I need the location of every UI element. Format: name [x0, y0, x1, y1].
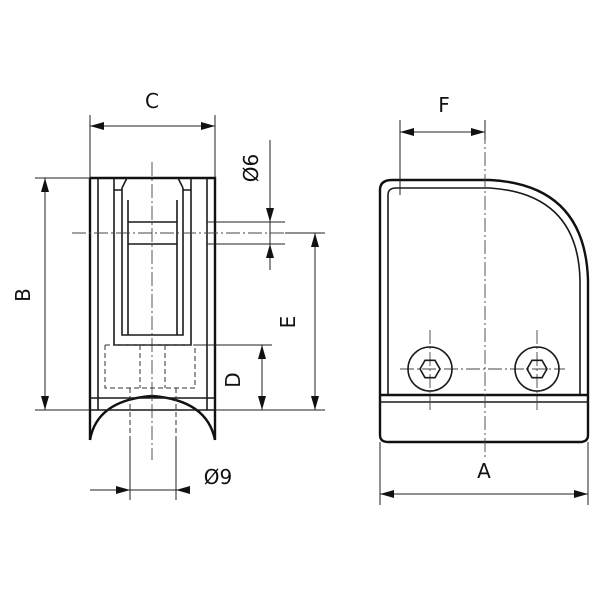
dimension-dia9: Ø9 [90, 440, 232, 500]
hex-bolt-right [514, 346, 560, 392]
hex-bolt-left [407, 346, 453, 392]
thread-sides [127, 200, 178, 335]
dimension-f-label: F [438, 93, 450, 117]
slot-outline [113, 178, 192, 346]
dimension-c: C [89, 89, 216, 178]
dimension-e-label: E [276, 316, 300, 329]
dimension-c-label: C [145, 89, 159, 113]
dimension-a: A [379, 442, 589, 505]
thread-band [128, 221, 177, 245]
front-view-outline [378, 178, 590, 444]
dimension-b: B [11, 177, 90, 411]
side-view-saddle [88, 394, 217, 441]
dimension-dia6: Ø6 [207, 140, 285, 270]
side-view-inner-walls [97, 178, 208, 410]
front-view-inner-edge [387, 187, 581, 395]
dimension-b-label: B [11, 288, 35, 302]
hidden-pin [104, 344, 196, 389]
hidden-bore-upper [139, 345, 166, 388]
slot-taper [121, 177, 184, 189]
side-view-outline [88, 176, 217, 440]
dimension-dia9-label: Ø9 [204, 465, 232, 489]
dimension-f: F [399, 93, 486, 195]
dimension-e: E [215, 232, 325, 411]
side-view [72, 162, 285, 460]
slot-inner [121, 188, 184, 336]
front-view [378, 130, 590, 460]
hidden-bore [129, 388, 177, 440]
dimension-d: D [195, 344, 272, 410]
dimension-d-label: D [221, 372, 245, 387]
dimension-dia6-label: Ø6 [239, 154, 263, 182]
dimension-a-label: A [477, 459, 491, 483]
